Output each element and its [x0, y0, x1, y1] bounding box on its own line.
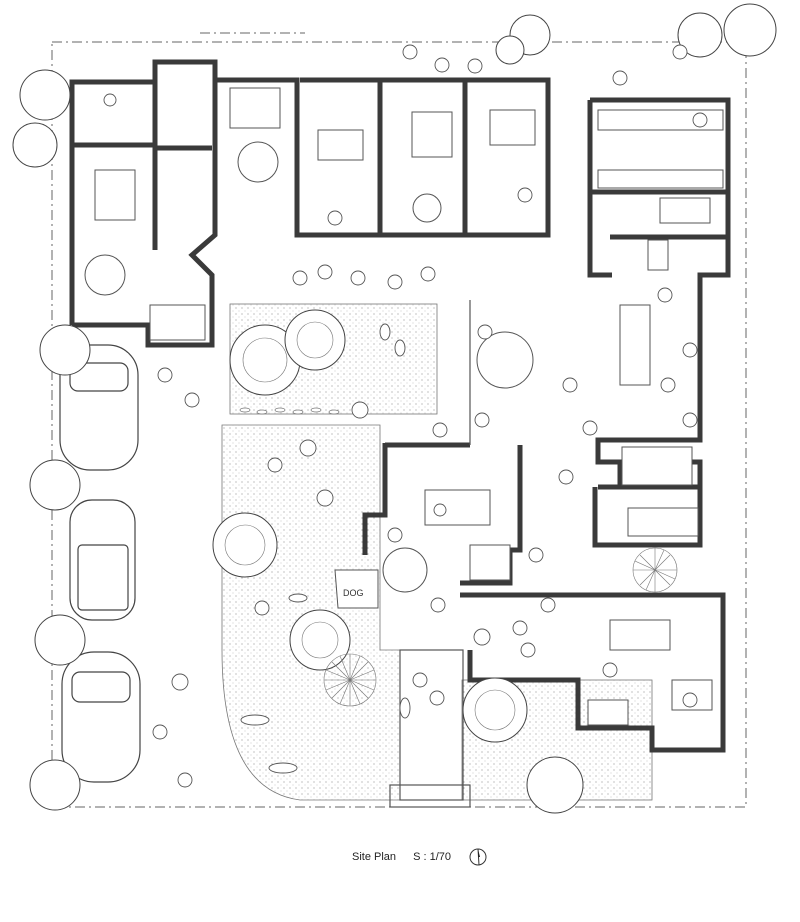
dog-house: DOG [334, 569, 379, 609]
north-arrow-icon [469, 848, 487, 866]
people-figures [103, 44, 708, 788]
pets [240, 323, 411, 774]
stepping-stones [239, 407, 340, 415]
radial-shrubs [323, 547, 678, 707]
site-plan-caption: Site Plan S : 1/70 [352, 851, 465, 863]
caption-title: Site Plan [352, 851, 397, 863]
walkway [399, 649, 464, 801]
furniture [84, 87, 724, 726]
trees [12, 3, 777, 814]
dog-sign: DOG [343, 588, 364, 598]
caption-scale: S : 1/70 [413, 851, 452, 863]
parked-cars [59, 344, 141, 783]
